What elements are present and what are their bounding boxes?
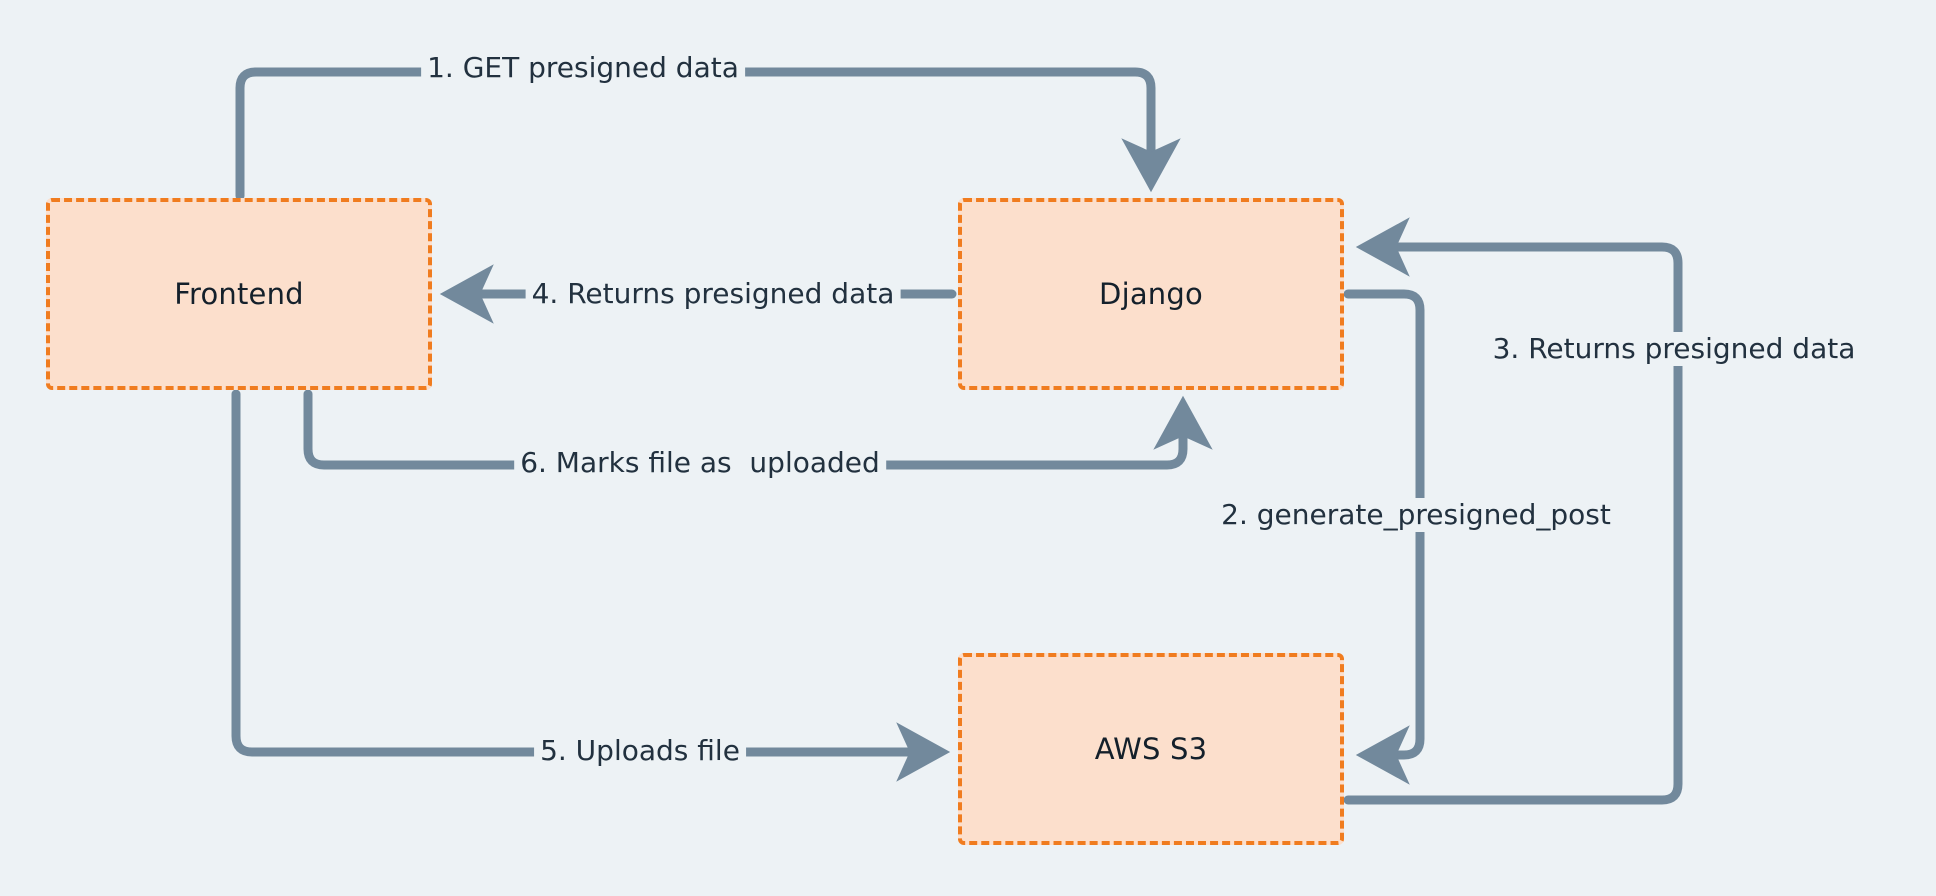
node-aws-s3[interactable]: AWS S3 xyxy=(958,653,1344,845)
edge-5-connector xyxy=(231,389,951,782)
edge-6-connector xyxy=(303,389,1213,470)
node-django[interactable]: Django xyxy=(958,198,1344,390)
node-django-label: Django xyxy=(1099,277,1203,311)
edge-2-connector xyxy=(1343,289,1425,785)
node-aws-s3-label: AWS S3 xyxy=(1094,732,1208,766)
edge-1-connector xyxy=(235,67,1181,201)
edge-3-connector xyxy=(1343,217,1683,805)
node-frontend[interactable]: Frontend xyxy=(46,198,432,390)
node-frontend-label: Frontend xyxy=(174,277,304,311)
